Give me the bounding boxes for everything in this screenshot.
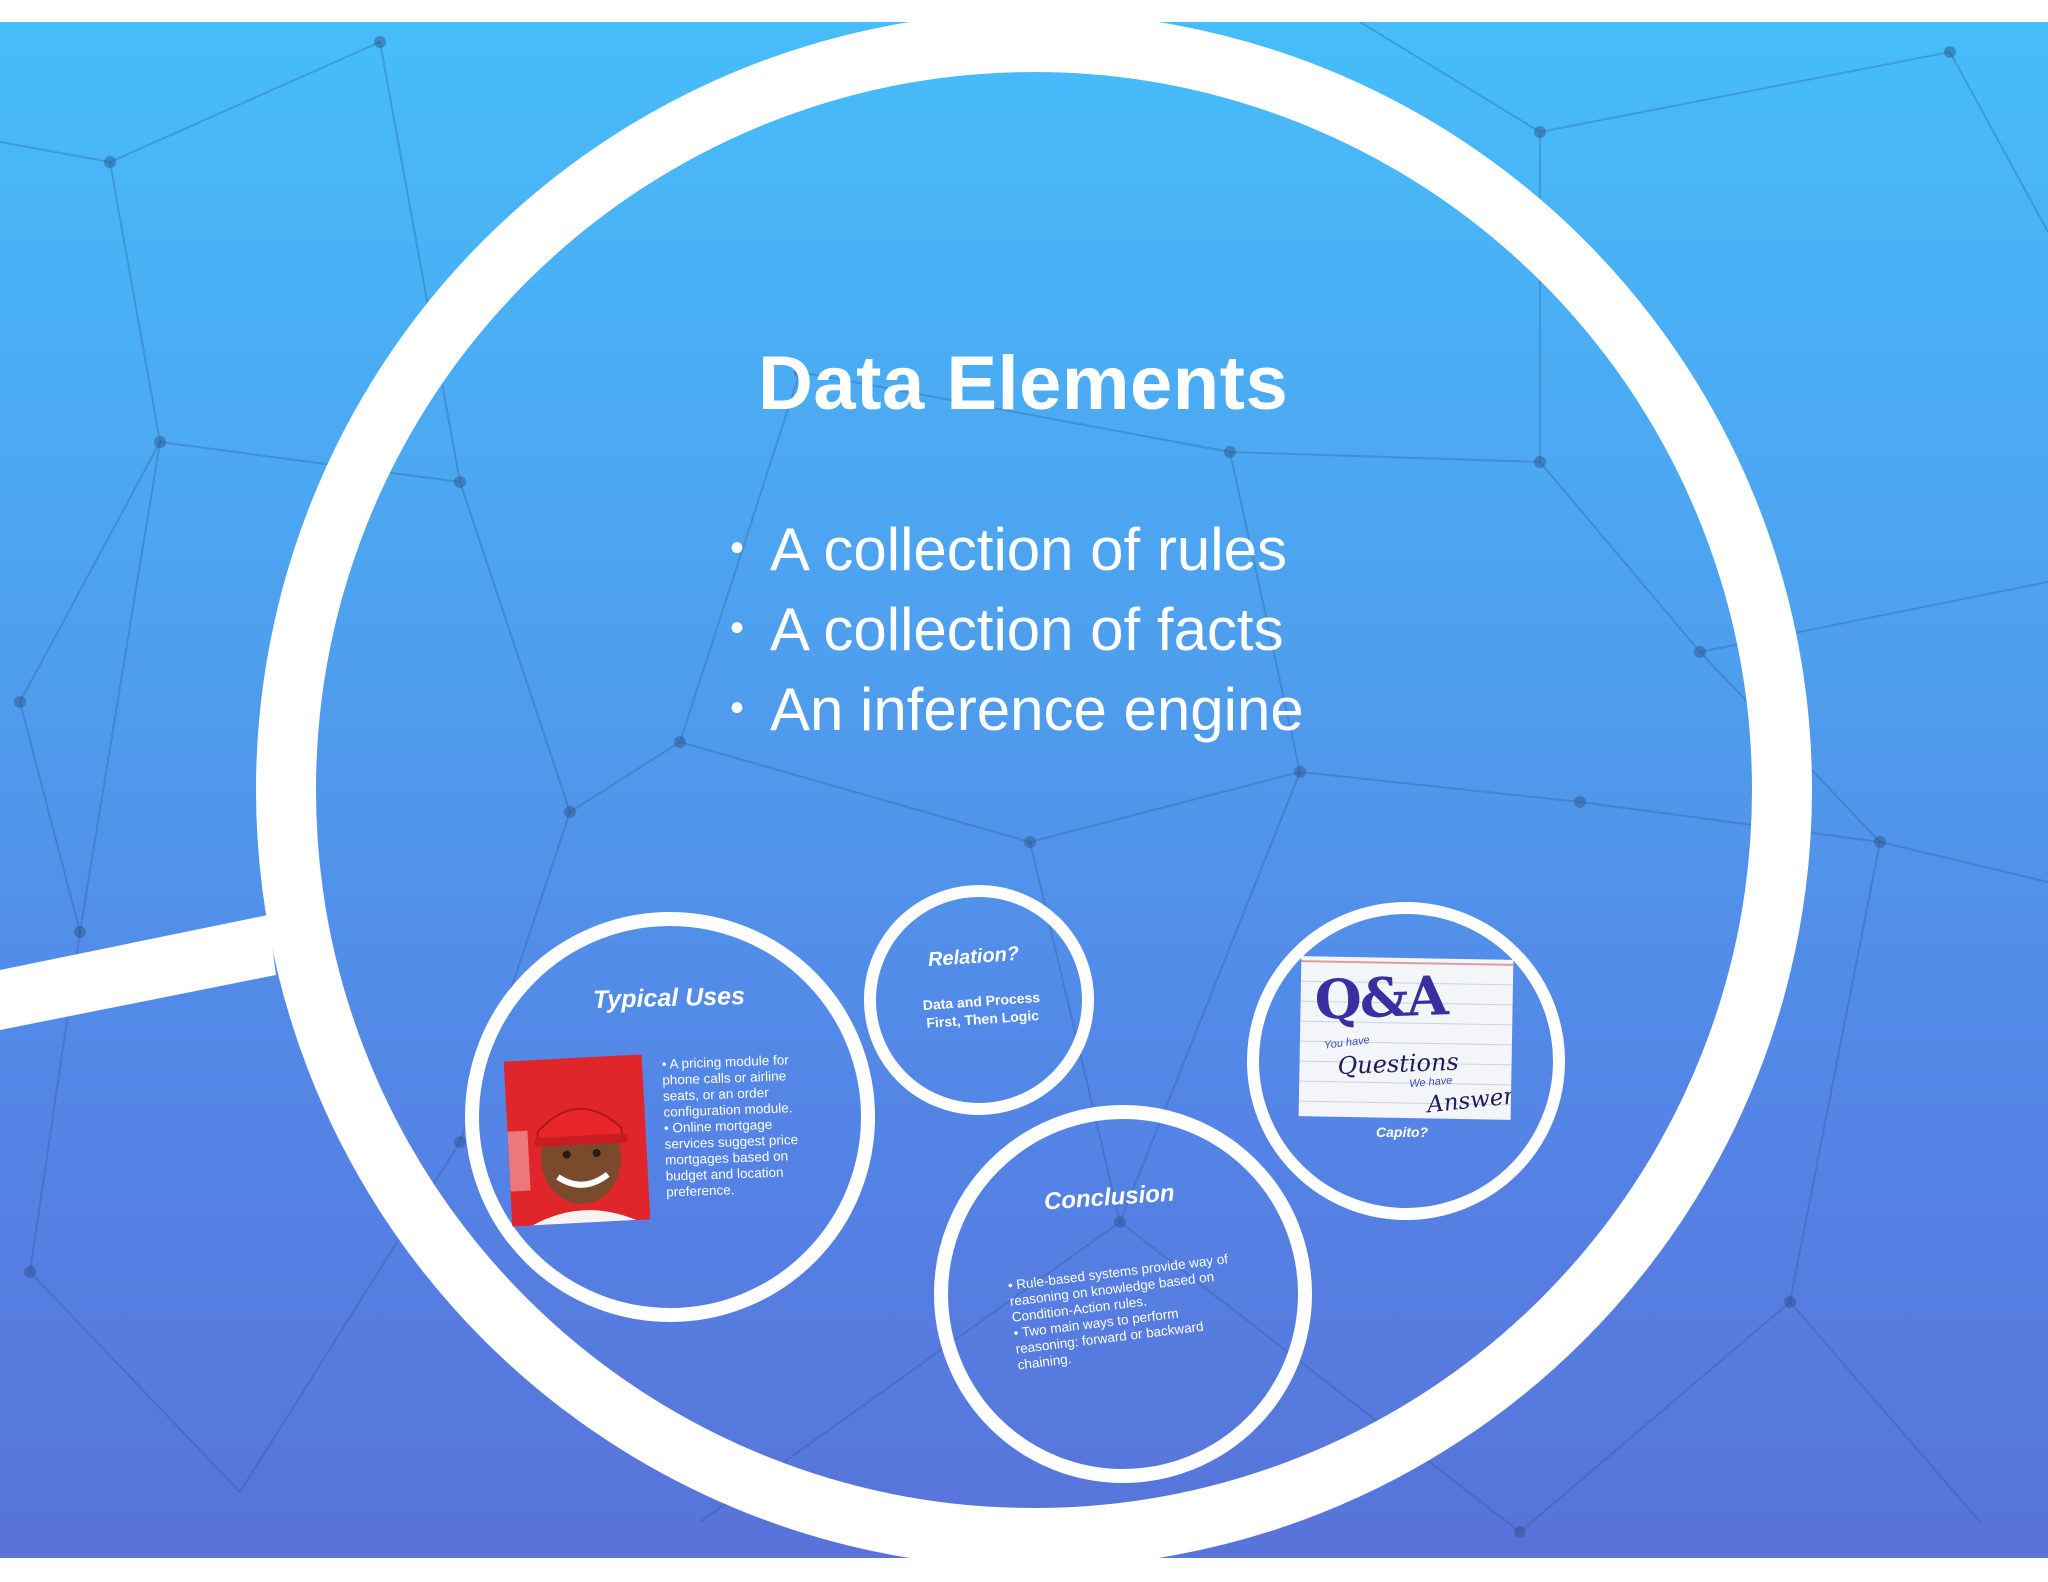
main-ring[interactable] bbox=[256, 22, 1812, 1558]
bullet-text: A collection of facts bbox=[770, 596, 1284, 664]
qa-logo: Q&A bbox=[1313, 963, 1448, 1032]
bullet-dot: • bbox=[730, 686, 745, 731]
relation-ring[interactable] bbox=[864, 885, 1094, 1115]
conclusion-ring[interactable] bbox=[934, 1105, 1312, 1483]
qa-card-image: Q&A You have Questions We have Answers bbox=[1298, 956, 1514, 1120]
prezi-frames bbox=[0, 22, 1812, 1558]
qa-ring[interactable] bbox=[1247, 902, 1565, 1220]
typical-uses-list: • A pricing module for phone calls or ai… bbox=[662, 1051, 822, 1200]
qa-caption: Capito? bbox=[1376, 1124, 1429, 1140]
list-item: • Online mortgage services suggest price… bbox=[663, 1116, 799, 1200]
list-item: • A pricing module for phone calls or ai… bbox=[661, 1052, 793, 1120]
bullet-dot: • bbox=[730, 606, 745, 651]
bullet-item: • A collection of rules bbox=[730, 512, 1304, 592]
bullet-dot: • bbox=[730, 526, 745, 571]
bullet-text: A collection of rules bbox=[770, 516, 1287, 583]
bullet-item: • An inference engine bbox=[730, 672, 1304, 752]
magnifier-handle bbox=[0, 915, 276, 1030]
slide-title: Data Elements bbox=[758, 341, 1289, 426]
typical-uses-title: Typical Uses bbox=[592, 982, 746, 1014]
person-photo bbox=[503, 1054, 651, 1227]
bullet-item: • A collection of facts bbox=[730, 592, 1304, 672]
slide-canvas: Data Elements • A collection of rules • A … bbox=[0, 22, 2048, 1558]
bullet-list: • A collection of rules • A collection of … bbox=[730, 512, 1304, 752]
bullet-text: An inference engine bbox=[770, 676, 1304, 744]
typical-uses-ring[interactable] bbox=[465, 912, 875, 1322]
